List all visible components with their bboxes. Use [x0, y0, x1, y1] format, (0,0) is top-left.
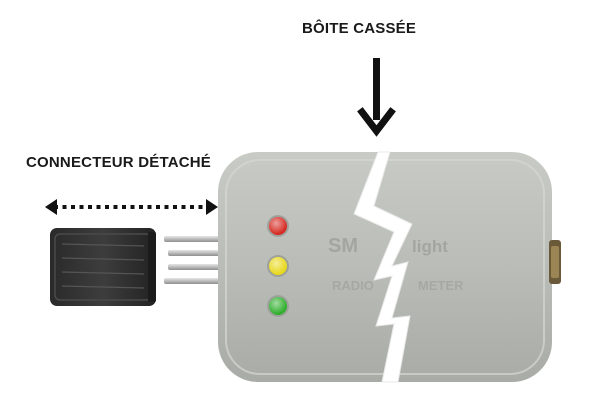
usb-connector: [50, 228, 156, 306]
device-brand-left: SM: [328, 235, 358, 257]
led-green-icon: [267, 295, 289, 317]
device-sub-right: METER: [418, 278, 464, 293]
broken-case-label: BÔITE CASSÉE: [302, 20, 417, 37]
led-yellow-icon: [267, 255, 289, 277]
device-sub-left: RADIO: [332, 278, 374, 293]
led-red-icon: [267, 215, 289, 237]
detached-connector-label: CONNECTEUR DÉTACHÉ: [26, 154, 211, 171]
double-arrow-icon: [45, 199, 218, 215]
down-arrow-icon: [357, 58, 396, 137]
device-brand-right: light: [412, 237, 448, 256]
crack-line: [353, 151, 413, 383]
